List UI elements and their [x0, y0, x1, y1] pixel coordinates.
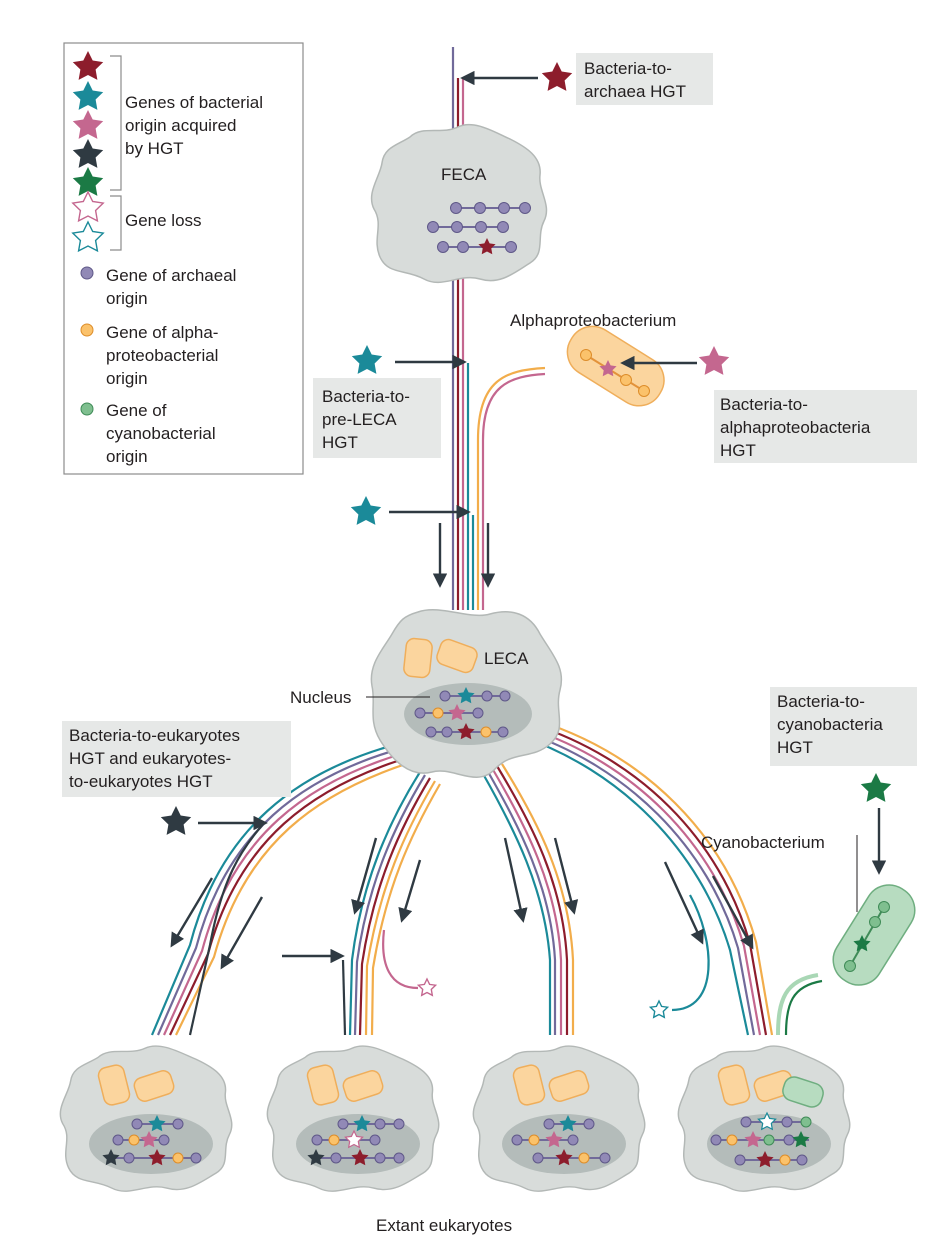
extant-cell-3 — [472, 1045, 646, 1192]
bacteria-to-cyano-label: Bacteria-to- cyanobacteria HGT — [777, 692, 888, 757]
legend-cyano-label: Gene of cyanobacterial origin — [106, 401, 220, 466]
legend-archaeal-label: Gene of archaeal origin — [106, 266, 241, 308]
alphaproteobacterium-label: Alphaproteobacterium — [510, 311, 676, 330]
green-star-icon — [860, 773, 892, 802]
archaeal-gene-icon — [80, 266, 94, 280]
bacteria-to-archaea-hgt: Bacteria-to- archaea HGT — [460, 53, 713, 105]
pink-star-icon — [698, 346, 730, 375]
bacteria-to-alpha-label: Bacteria-to- alphaproteobacteria HGT — [720, 395, 875, 460]
cyanobacterium: Bacteria-to- cyanobacteria HGT Cyanobact… — [701, 687, 917, 986]
pink-hollow-star-icon — [417, 978, 437, 996]
cyanobacterium-label: Cyanobacterium — [701, 833, 825, 852]
extant-cell-4 — [677, 1045, 851, 1192]
legend-hgt-label: Genes of bacterial origin acquired by HG… — [125, 93, 268, 158]
legend-alpha-label: Gene of alpha- proteobacterial origin — [106, 323, 223, 388]
alpha-gene-icon — [80, 323, 94, 337]
dark-star-icon — [160, 806, 192, 835]
legend: Genes of bacterial origin acquired by HG… — [63, 42, 304, 475]
bacteria-to-eukaryotes-hgt: Bacteria-to-eukaryotes HGT and eukaryote… — [62, 721, 345, 964]
teal-star-icon — [350, 496, 382, 525]
legend-gene-loss-label: Gene loss — [125, 211, 202, 230]
bacteria-to-preleca-hgt: Bacteria-to- pre-LECA HGT — [313, 345, 496, 588]
extant-cell-1 — [59, 1045, 233, 1192]
feca-genes — [427, 202, 531, 255]
nucleus-label: Nucleus — [290, 688, 351, 707]
extant-cell-2 — [266, 1045, 440, 1192]
teal-star-icon — [351, 345, 383, 374]
bacteria-to-archaea-label: Bacteria-to- archaea HGT — [584, 59, 686, 101]
teal-hollow-star-icon — [649, 1000, 669, 1018]
bacteria-to-eukaryotes-label: Bacteria-to-eukaryotes HGT and eukaryote… — [69, 726, 245, 791]
bacteria-to-preleca-label: Bacteria-to- pre-LECA HGT — [322, 387, 415, 452]
leca-cell: LECA Nucleus — [290, 608, 563, 778]
feca-cell: FECA — [370, 123, 548, 284]
descent-arrows — [170, 837, 754, 970]
leca-label: LECA — [484, 649, 529, 668]
feca-label: FECA — [441, 165, 487, 184]
red-star-icon — [541, 62, 573, 91]
leca-genes — [414, 687, 511, 740]
alphaproteobacterium: Alphaproteobacterium Bacteria-to- alphap… — [510, 311, 917, 463]
cyano-gene-icon — [80, 402, 94, 416]
extant-eukaryotes-label: Extant eukaryotes — [376, 1216, 512, 1235]
